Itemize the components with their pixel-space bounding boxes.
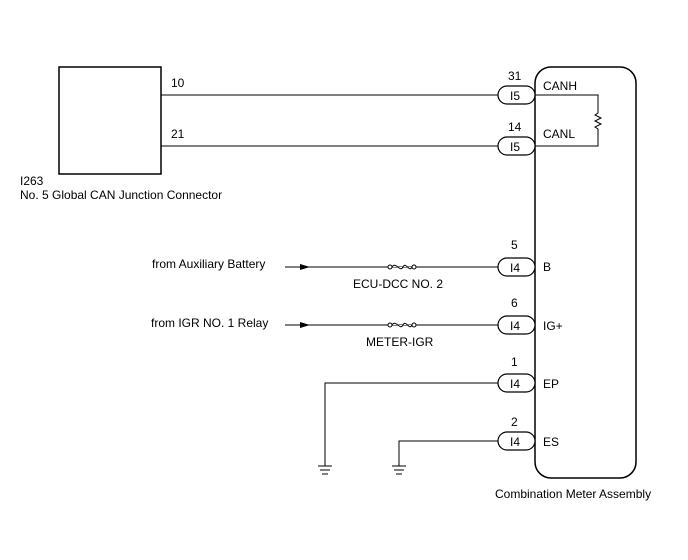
- connector-code: I5: [510, 89, 520, 103]
- termination-resistor: [535, 94, 603, 147]
- ep-ground-wire: [324, 382, 498, 466]
- signal-label: EP: [543, 377, 559, 391]
- junction-connector-id: I263: [20, 174, 44, 188]
- pin-number: 2: [511, 415, 518, 429]
- pin-es: 2 I4 ES: [392, 415, 559, 475]
- pin-number: 6: [511, 296, 518, 310]
- connector-code: I4: [510, 435, 520, 449]
- junction-connector-pin-10: 10: [171, 76, 185, 90]
- signal-label: CANL: [543, 127, 575, 141]
- junction-connector-box: [58, 66, 162, 175]
- signal-label: B: [543, 260, 551, 274]
- connector-code: I4: [510, 261, 520, 275]
- connector-terminal: [497, 136, 536, 156]
- junction-connector-name: No. 5 Global CAN Junction Connector: [20, 188, 222, 202]
- arrow-icon: [300, 264, 310, 270]
- connector-terminal: [497, 85, 536, 105]
- pin-number: 14: [508, 120, 522, 134]
- junction-connector-pin-21: 21: [171, 127, 185, 141]
- pin-b: from Auxiliary Battery ECU-DCC NO. 2 5 I…: [152, 238, 551, 291]
- fuse-icon: [387, 264, 417, 270]
- es-ground-wire: [398, 440, 498, 466]
- fuse-meter-igr-label: METER-IGR: [366, 335, 434, 349]
- ground-icon: [318, 465, 332, 475]
- arrow-icon: [300, 322, 310, 328]
- connector-terminal: [497, 315, 536, 335]
- source-igr-relay: from IGR NO. 1 Relay: [151, 316, 268, 330]
- connector-code: I4: [510, 377, 520, 391]
- connector-code: I4: [510, 319, 520, 333]
- combination-meter-name: Combination Meter Assembly: [495, 487, 651, 501]
- signal-label: CANH: [543, 79, 577, 93]
- pin-number: 5: [511, 238, 518, 252]
- source-aux-battery: from Auxiliary Battery: [152, 257, 265, 271]
- ground-icon: [392, 465, 406, 475]
- fuse-ecu-dcc-label: ECU-DCC NO. 2: [353, 277, 443, 291]
- pin-number: 1: [511, 355, 518, 369]
- pin-canl: 14 I5 CANL: [497, 120, 575, 156]
- connector-terminal: [497, 257, 536, 277]
- fuse-icon: [387, 322, 417, 328]
- signal-label: ES: [543, 435, 559, 449]
- pin-ep: 1 I4 EP: [318, 355, 559, 475]
- pin-canh: 31 I5 CANH: [497, 69, 577, 105]
- combination-meter-box: [534, 66, 637, 479]
- connector-code: I5: [510, 140, 520, 154]
- pin-number: 31: [508, 69, 522, 83]
- signal-label: IG+: [543, 319, 563, 333]
- pin-ig-plus: from IGR NO. 1 Relay METER-IGR 6 I4 IG+: [151, 296, 563, 349]
